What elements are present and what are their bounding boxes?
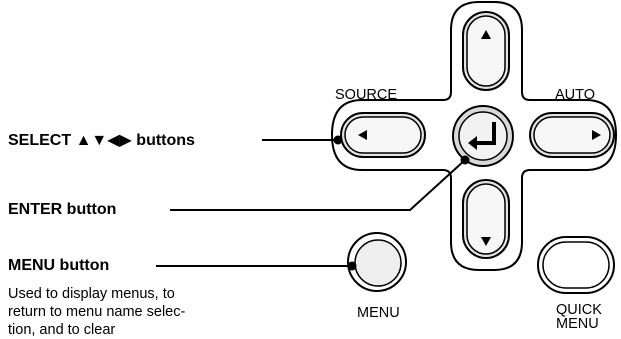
enter-leader-line <box>170 159 466 211</box>
enter-button-callout: ENTER button <box>8 201 117 218</box>
left-button[interactable] <box>340 112 426 158</box>
menu-button-callout: MENU button <box>8 257 110 274</box>
up-arrow-icon <box>481 30 491 39</box>
left-arrow-icon <box>358 130 367 140</box>
quick-menu-label-line2: MENU <box>556 316 599 332</box>
description-line-2: return to menu name selec- <box>8 304 186 320</box>
right-button[interactable] <box>529 112 615 158</box>
quick-menu-button[interactable] <box>537 236 615 294</box>
down-arrow-icon <box>481 237 491 246</box>
up-button[interactable] <box>462 11 510 91</box>
down-button[interactable] <box>462 179 510 259</box>
quick-menu-label-line1: QUICK <box>556 302 602 318</box>
source-label: SOURCE <box>335 87 398 103</box>
select-buttons-callout: SELECT ▲▼◀▶ buttons <box>8 132 195 149</box>
description-line-1: Used to display menus, to <box>8 286 175 302</box>
enter-button[interactable] <box>452 105 514 167</box>
enter-return-icon <box>468 122 496 150</box>
right-arrow-icon <box>592 130 601 140</box>
leader-lines <box>156 135 470 271</box>
menu-label: MENU <box>357 305 400 321</box>
quick-menu-label: QUICK MENU <box>556 302 602 332</box>
auto-label: AUTO <box>555 87 596 103</box>
description-line-3: tion, and to clear <box>8 322 116 338</box>
menu-button[interactable] <box>347 232 407 292</box>
menu-button-description: Used to display menus, to return to menu… <box>8 285 278 339</box>
